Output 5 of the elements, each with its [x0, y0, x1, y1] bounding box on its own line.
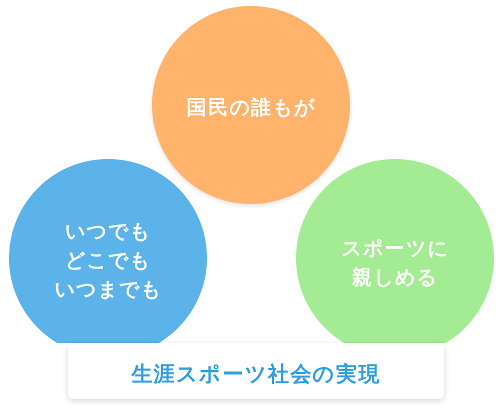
heading: 生涯スポーツ社会の実現 — [131, 361, 381, 388]
label: 国民の誰もが — [186, 94, 316, 120]
label: いつでもどこでもいつまでも — [54, 218, 162, 302]
label: スポーツに親しめる — [341, 235, 449, 291]
card — [68, 343, 444, 399]
